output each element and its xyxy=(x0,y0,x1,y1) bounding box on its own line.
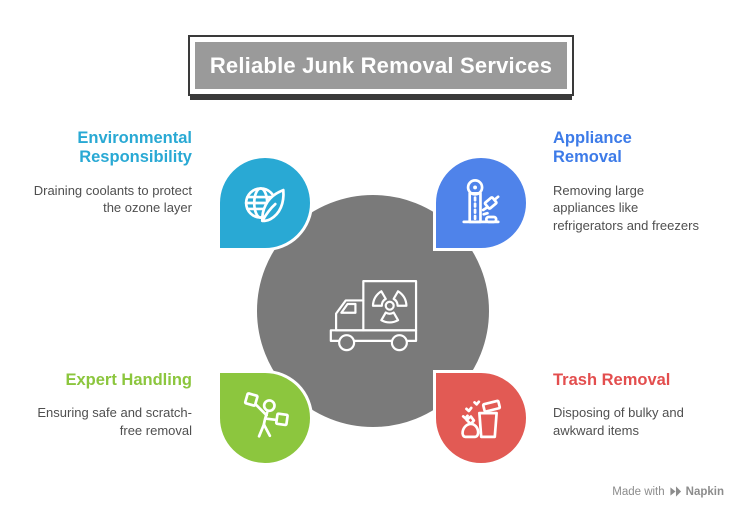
node-heading: Expert Handling xyxy=(65,371,192,389)
environmental-responsibility-text: Environmental Responsibility Draining co… xyxy=(28,129,192,217)
trash-bag-bin-icon xyxy=(461,399,502,439)
watermark-prefix: Made with xyxy=(612,485,665,498)
node-description: Disposing of bulky and awkward items xyxy=(553,405,684,438)
appliance-icon xyxy=(462,179,500,224)
radiation-symbol-icon xyxy=(371,290,408,324)
person-carrying-boxes-icon xyxy=(243,392,289,438)
trash-removal-node xyxy=(433,370,529,466)
expert-handling-text: Expert Handling Ensuring safe and scratc… xyxy=(28,371,192,439)
appliance-removal-node xyxy=(433,155,529,251)
node-heading: Trash Removal xyxy=(553,371,671,389)
environmental-responsibility-node xyxy=(217,155,313,251)
radioactive-waste-truck-icon xyxy=(329,280,418,352)
node-heading: Environmental Responsibility xyxy=(77,129,192,167)
appliance-removal-text: Appliance Removal Removing large applian… xyxy=(553,129,705,234)
node-description: Removing large appliances like refrigera… xyxy=(553,182,699,233)
globe-leaf-icon xyxy=(244,187,285,223)
expert-handling-node xyxy=(217,370,313,466)
diagram-title: Reliable Junk Removal Services xyxy=(188,35,574,96)
trash-removal-text: Trash Removal Disposing of bulky and awk… xyxy=(553,371,713,439)
node-heading: Appliance Removal xyxy=(553,129,632,167)
watermark-brand: Napkin xyxy=(685,485,724,498)
node-description: Ensuring safe and scratch-free removal xyxy=(37,405,192,438)
made-with-napkin-watermark: Made with Napkin xyxy=(612,485,724,498)
napkin-logo-icon xyxy=(670,486,681,497)
node-description: Draining coolants to protect the ozone l… xyxy=(33,182,192,216)
